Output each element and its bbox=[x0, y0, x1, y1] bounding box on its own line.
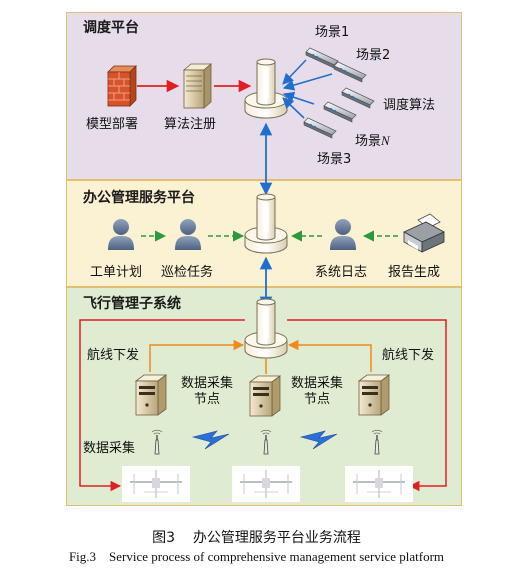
scene-1-bar bbox=[305, 47, 339, 69]
flight-panel-title: 飞行管理子系统 bbox=[83, 296, 181, 312]
route-line-right bbox=[287, 339, 372, 372]
red-loop-left bbox=[79, 319, 245, 492]
left-collect-server-icon bbox=[135, 374, 167, 416]
right-collect-server-icon bbox=[358, 374, 390, 416]
dispatch-hub-icon bbox=[244, 58, 288, 119]
firewall-icon bbox=[107, 65, 137, 107]
office-hub-icon bbox=[244, 193, 288, 254]
model-deploy-label: 模型部署 bbox=[86, 117, 139, 132]
dispatch-algo-bar bbox=[341, 87, 375, 109]
scene-n-label: 场景N bbox=[355, 130, 390, 149]
flight-hub-icon bbox=[244, 298, 288, 359]
patrol-person-icon bbox=[175, 219, 201, 250]
scene-2-label: 场景2 bbox=[356, 48, 391, 63]
scene-3-bar bbox=[303, 117, 337, 139]
node-left-label: 数据采集 节点 bbox=[180, 376, 233, 407]
system-log-label: 系统日志 bbox=[315, 265, 368, 280]
register-server-icon bbox=[182, 63, 213, 109]
drone-right-icon bbox=[344, 465, 414, 503]
caption-en: Fig.3 Service process of comprehensive m… bbox=[68, 549, 445, 564]
antenna-left-icon bbox=[151, 429, 163, 455]
center-collect-server-icon bbox=[249, 375, 281, 417]
route-line-left bbox=[149, 339, 245, 372]
patrol-task-label: 巡检任务 bbox=[161, 265, 214, 280]
wireless-left-icon bbox=[192, 430, 230, 450]
algo-register-label: 算法注册 bbox=[164, 117, 217, 132]
system-log-person-icon bbox=[330, 219, 356, 250]
dispatch-panel-title: 调度平台 bbox=[83, 20, 139, 36]
report-gen-label: 报告生成 bbox=[388, 265, 441, 280]
scene-links bbox=[282, 59, 333, 119]
scene-3-label: 场景3 bbox=[317, 152, 352, 167]
work-plan-person-icon bbox=[108, 219, 134, 250]
antenna-right-icon bbox=[371, 429, 383, 455]
scene-2-bar bbox=[333, 61, 367, 83]
caption-cn: 图3 办公管理服务平台业务流程 bbox=[152, 530, 361, 546]
scene-1-label: 场景1 bbox=[315, 25, 350, 40]
antenna-center-icon bbox=[260, 429, 272, 455]
node-right-label: 数据采集 节点 bbox=[290, 376, 343, 407]
scene-n-label-prefix: 场景 bbox=[355, 134, 382, 149]
dispatch-algo-label: 调度算法 bbox=[383, 98, 436, 113]
route-left-label: 航线下发 bbox=[87, 348, 140, 363]
office-panel-title: 办公管理服务平台 bbox=[83, 190, 195, 206]
scene-n-label-suffix: N bbox=[381, 133, 390, 148]
scene-n-bar bbox=[323, 101, 357, 123]
printer-icon bbox=[403, 213, 445, 253]
drone-left-icon bbox=[121, 465, 191, 503]
red-loop-right bbox=[287, 319, 447, 492]
route-right-label: 航线下发 bbox=[382, 348, 435, 363]
data-collect-label: 数据采集 bbox=[83, 441, 136, 456]
wireless-right-icon bbox=[300, 430, 338, 450]
work-plan-label: 工单计划 bbox=[90, 265, 143, 280]
drone-center-icon bbox=[231, 465, 301, 503]
